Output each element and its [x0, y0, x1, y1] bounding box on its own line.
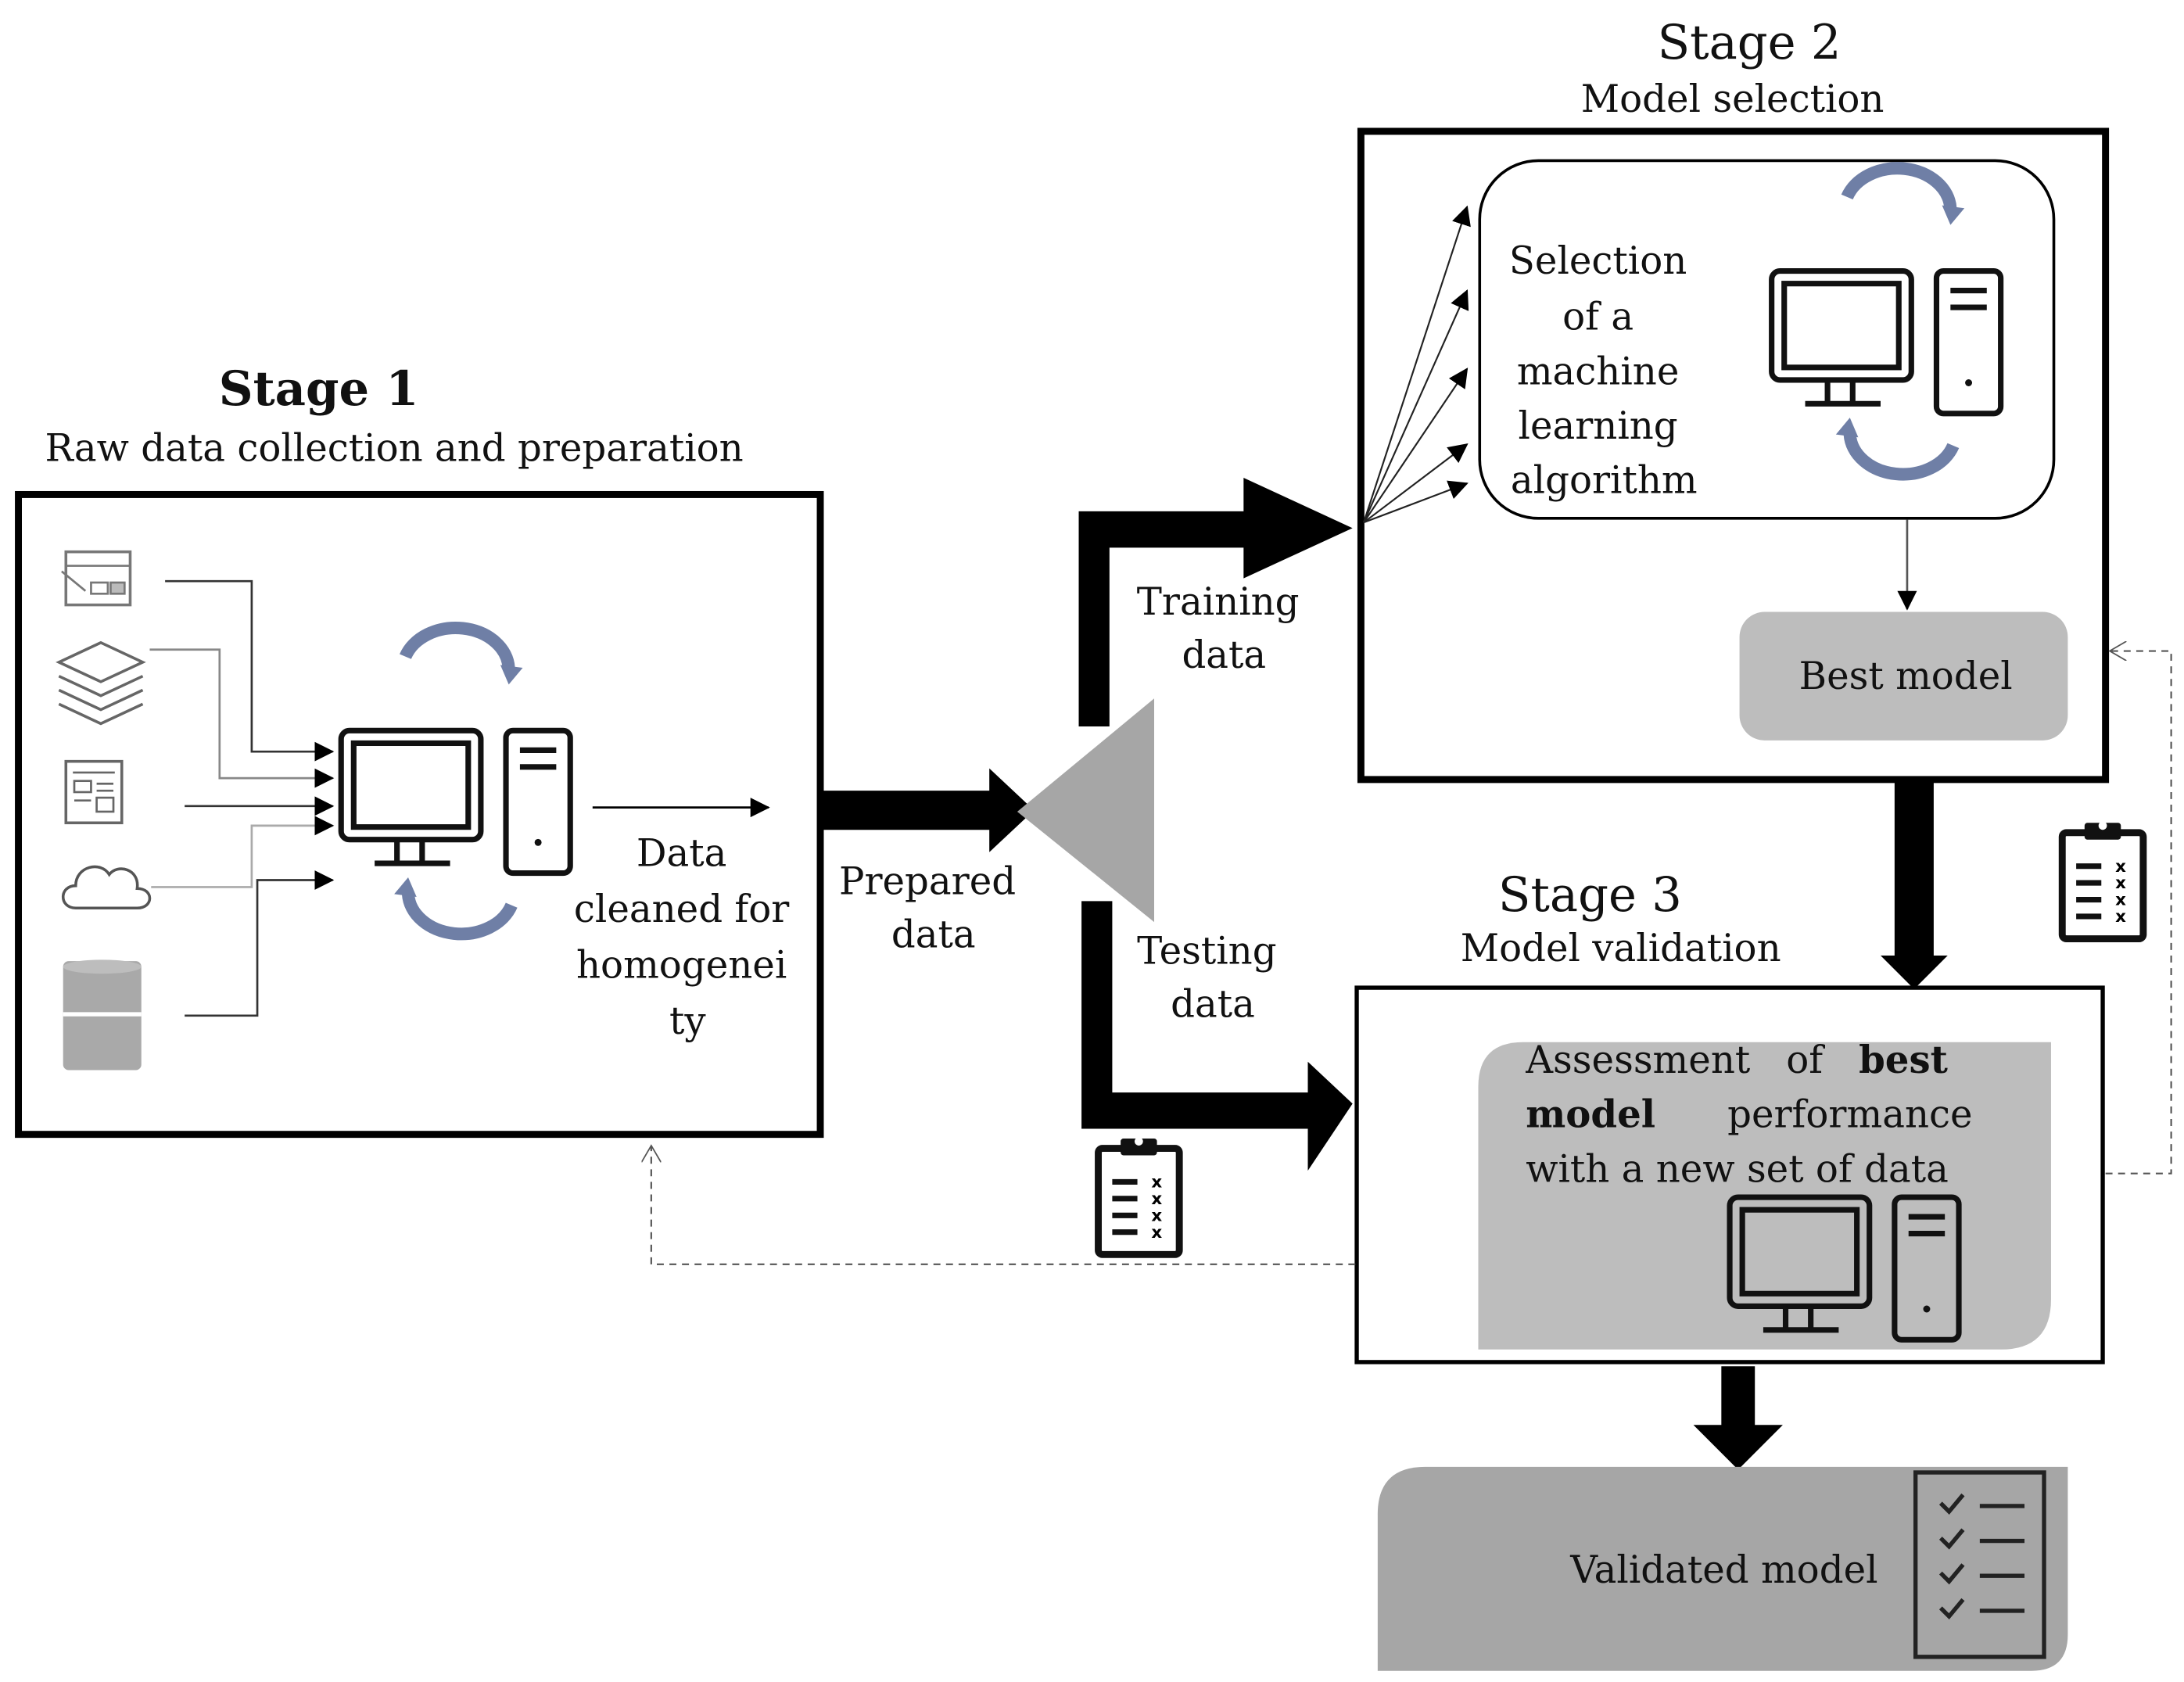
stage3-subtitle: Model validation: [1461, 927, 1781, 970]
best-model-box: [1739, 611, 2068, 741]
training-data-label: Training data: [1137, 580, 1311, 677]
stage3-to-validated-arrow: [1693, 1366, 1783, 1470]
algorithm-selection-box: [1478, 159, 2056, 520]
stage2: Stage 2 Model selection Selection of a m…: [1357, 16, 2110, 784]
stage3: Stage 3 Model validation Assessment of b…: [1354, 868, 2105, 1365]
web-page-icon: [61, 550, 132, 607]
stage1-subtitle: Raw data collection and preparation: [45, 427, 744, 471]
best-model-label: Best model: [1799, 655, 2013, 698]
split-triangle: [1017, 698, 1155, 923]
stage1: Stage 1 Raw data collection and preparat…: [15, 361, 824, 1139]
algorithm-selection-label: Selection of a machine learning algorith…: [1509, 239, 1699, 502]
validated-model-box: [1377, 1466, 2068, 1671]
checklist-icon: [1913, 1470, 2046, 1659]
stage1-box: [15, 490, 824, 1139]
stage2-to-stage3-arrow: [1881, 782, 1948, 989]
data-split: Prepared data Training data Testing data: [820, 477, 1353, 1254]
feedback-to-stage1: [651, 1146, 1356, 1265]
clipboard-icon: [1099, 1137, 1180, 1254]
layers-stack-icon: [56, 640, 146, 726]
clipboard-icon: [2062, 821, 2143, 938]
prepared-data-arrow: [820, 768, 1035, 852]
validated-model: Validated model: [1377, 1466, 2068, 1671]
cloud-icon: [62, 865, 152, 910]
stage2-subtitle: Model selection: [1581, 77, 1885, 121]
training-data-arrow: [1078, 477, 1353, 727]
document-icon: [64, 759, 124, 825]
feedback-to-stage2: [2105, 651, 2172, 1175]
testing-data-arrow: [1081, 901, 1353, 1171]
stage1-title: Stage 1: [219, 361, 419, 417]
validated-model-label: Validated model: [1569, 1548, 1877, 1592]
stage1-output-label: Data cleaned for homogenei ty: [574, 832, 802, 1043]
prepared-data-label: Prepared data: [839, 859, 1027, 956]
testing-data-label: Testing data: [1137, 930, 1289, 1027]
stage2-title: Stage 2: [1658, 16, 1842, 70]
database-icon: [63, 959, 142, 1071]
stage3-title: Stage 3: [1498, 868, 1682, 923]
